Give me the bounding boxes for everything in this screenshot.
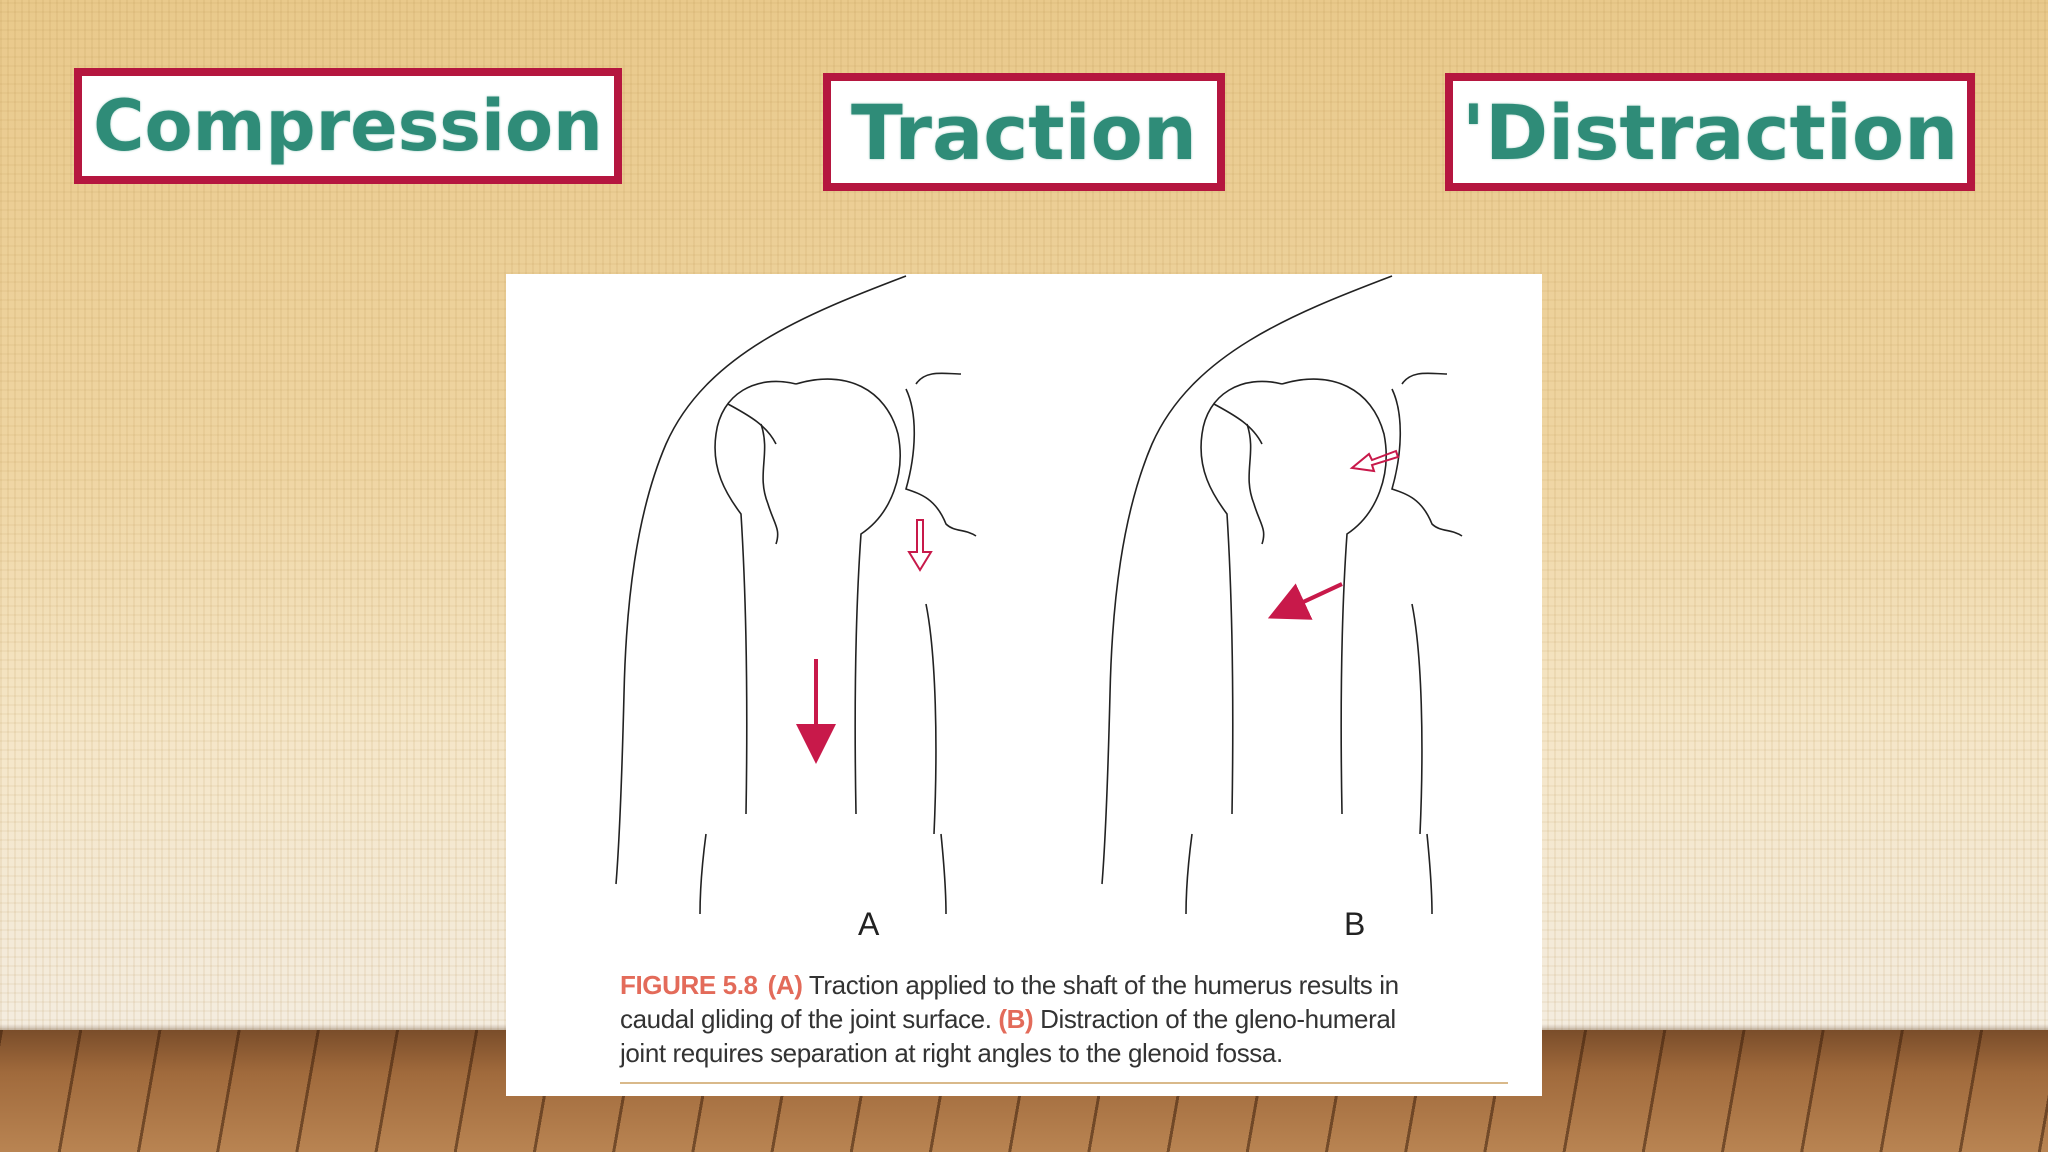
caption-text-b: Distraction of the gleno-humeral joint r… — [620, 1004, 1396, 1068]
panel-a-arrows — [796, 519, 933, 764]
caption-divider — [620, 1082, 1508, 1084]
caption-figure-number: FIGURE 5.8 — [620, 970, 758, 1000]
panel-b-arrows — [1267, 449, 1400, 620]
traction-label-box: Traction — [823, 73, 1225, 191]
panel-b-label: B — [1344, 906, 1366, 942]
shoulder-figure: A B FIGURE 5.8 (A) Traction applied to th… — [506, 274, 1542, 1096]
figure-caption: FIGURE 5.8 (A) Traction applied to the sh… — [620, 968, 1440, 1070]
caption-text-a: Traction applied to the shaft of the hum… — [620, 970, 1399, 1034]
shoulder-illustration — [615, 275, 1463, 914]
panel-b-drawing — [1101, 275, 1463, 914]
compression-label-box: Compression — [74, 68, 622, 184]
distraction-label: 'Distraction — [1461, 87, 1959, 177]
caption-tag-a: (A) — [767, 970, 803, 1000]
caption-tag-b: (B) — [998, 1004, 1034, 1034]
panel-a-label: A — [858, 906, 880, 942]
distraction-label-box: 'Distraction — [1445, 73, 1975, 191]
compression-label: Compression — [93, 85, 603, 167]
panel-a-drawing — [615, 275, 977, 914]
traction-label: Traction — [850, 87, 1197, 177]
